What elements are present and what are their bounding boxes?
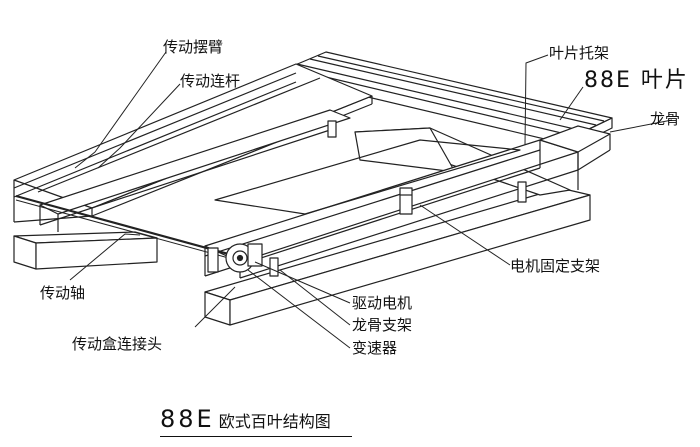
middle-beam [39,109,351,232]
title-caption: 欧式百叶结构图 [218,412,331,431]
label-arm: 传动摆臂 [163,38,224,56]
leader-lines [69,51,673,349]
label-blade-bracket: 叶片托架 [549,44,610,62]
motor-gearbox-shape [207,243,263,273]
label-link-rod: 传动连杆 [180,72,241,90]
wood-beam-left [13,231,158,270]
label-motor-mount: 电机固定支架 [510,257,601,275]
label-drive-shaft: 传动轴 [40,284,86,302]
inner-frame [214,139,521,215]
title-model: 88E [160,405,215,433]
keel-bracket-shapes [269,120,527,277]
drive-shaft-line [15,194,237,261]
label-keel: 龙骨 [650,110,681,128]
blade-panel [287,51,613,147]
keel-right [539,125,611,190]
label-gearbox-connector: 传动盒连接头 [72,335,163,353]
wood-beam-right [204,187,591,326]
motor-bracket-shape [399,187,413,215]
label-keel-bracket: 龙骨支架 [352,316,413,334]
title-underline [160,436,352,437]
label-reducer: 变速器 [352,339,398,357]
label-motor: 驱动电机 [352,294,413,312]
label-blade: 88E 叶片 [584,68,689,93]
